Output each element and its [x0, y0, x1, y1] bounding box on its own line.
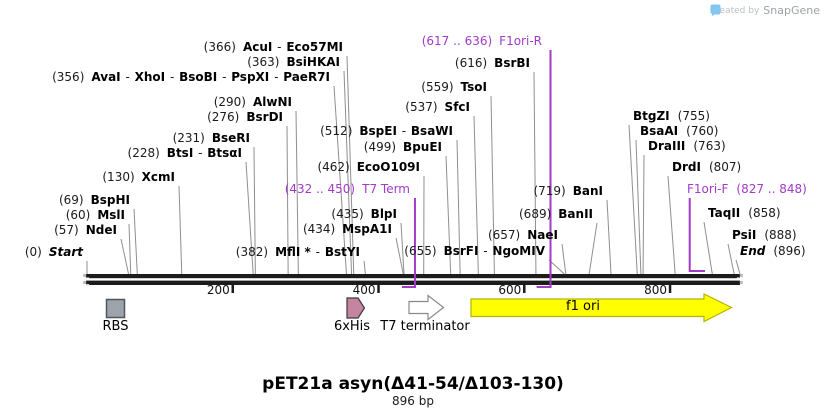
site-label-bsaai: BsaAI(760)	[640, 124, 719, 138]
leader-line-taqii	[703, 221, 713, 275]
site-label-avai: (356)AvaI - XhoI - BsoBI - PspXI - PaeR7…	[52, 70, 330, 84]
terminator-arrow	[408, 294, 445, 321]
primer-label-f1orir: (617 .. 636)F1ori-R	[421, 34, 542, 48]
site-label-taqii: TaqII(858)	[708, 206, 781, 220]
snapgene-credit: Created by SnapGene	[710, 4, 820, 17]
terminator-label: T7 terminator	[380, 319, 470, 334]
leader-line-tsoi	[490, 95, 495, 275]
leader-line-msli	[128, 223, 132, 275]
primer-bracket-t7	[401, 198, 416, 288]
plasmid-title: pET21a asyn(Δ41-54/Δ103-130)	[262, 374, 564, 394]
leader-line-draiii	[642, 154, 645, 275]
f1-ori-arrow	[470, 293, 733, 323]
site-label-tsoi: (559)TsoI	[421, 80, 487, 94]
site-label-banii: (689)BanII	[519, 207, 593, 221]
leader-line-xcmi	[178, 185, 183, 275]
site-label-bsihkai: (363)BsiHKAI	[247, 55, 340, 69]
created-by-text: Created by	[709, 5, 760, 16]
leader-line-banii	[588, 222, 598, 275]
site-label-mfli: (382)MflI * - BstYI	[235, 245, 360, 259]
ruler-number-800: 800	[644, 283, 668, 297]
leader-line-bsrdi	[286, 125, 289, 275]
site-label-mspa1i: (434)MspA1I	[302, 222, 392, 236]
primer-label-t7: (432 .. 450)T7 Term	[284, 182, 410, 196]
leader-line-bseri	[253, 146, 256, 275]
site-label-bspei: (512)BspEI - BsaWI	[320, 124, 453, 138]
site-label-naei: (657)NaeI	[487, 228, 558, 242]
leader-line-blpi	[400, 222, 405, 275]
snapgene-logo-icon	[710, 4, 721, 17]
site-label-bseri: (231)BseRI	[172, 131, 250, 145]
leader-line-bsrbi	[533, 71, 537, 275]
site-label-bsrfi: (655)BsrFI - NgoMIV	[404, 244, 545, 258]
backbone	[83, 274, 743, 286]
primer-bracket-f1orif	[688, 198, 706, 272]
leader-line-psii	[727, 243, 735, 275]
site-label-msli: (60)MslI	[65, 208, 125, 222]
his-tag-label: 6xHis	[333, 319, 371, 334]
ruler-number-600: 600	[498, 283, 522, 297]
site-label-start: (0)Start	[24, 245, 83, 259]
leader-line-bsphi	[133, 208, 138, 275]
ruler-tick-600	[523, 284, 526, 293]
plasmid-size: 896 bp	[392, 394, 434, 408]
site-label-xcmi: (130)XcmI	[102, 170, 175, 184]
leader-line-avai	[333, 85, 347, 275]
leader-line-end	[735, 259, 741, 275]
site-label-end: End(896)	[740, 244, 806, 258]
site-label-drdi: DrdI(807)	[672, 160, 742, 174]
ruler-tick-800	[668, 284, 672, 293]
site-label-ndei: (57)NdeI	[54, 223, 117, 237]
leader-line-bspei	[456, 139, 461, 275]
leader-line-alwni	[295, 110, 299, 275]
his-tag-arrow	[346, 297, 366, 319]
ruler-tick-200	[231, 284, 235, 293]
primer-label-f1orif: F1ori-F(827 .. 848)	[687, 182, 807, 196]
site-label-bsphi: (69)BspHI	[58, 193, 130, 207]
site-label-bpuei: (499)BpuEI	[363, 140, 442, 154]
site-label-acui: (366)AcuI - Eco57MI	[203, 40, 343, 54]
backbone-right-endcap	[736, 274, 743, 284]
primer-bracket-f1orir	[536, 50, 552, 288]
site-label-btsi: (228)BtsI - BtsαI	[127, 146, 242, 160]
site-label-blpi: (435)BlpI	[331, 207, 397, 221]
f1-ori-label: f1 ori	[566, 299, 600, 314]
snapgene-brand-text: SnapGene	[763, 4, 820, 17]
ruler-number-200: 200	[206, 283, 230, 297]
backbone-left-endcap	[83, 274, 90, 286]
leader-line-btsi	[245, 161, 254, 275]
site-label-bsrdi: (276)BsrDI	[207, 110, 283, 124]
leader-line-mfli	[363, 260, 366, 275]
site-label-ecoo109i: (462)EcoO109I	[317, 160, 420, 174]
leader-line-btgzi	[628, 124, 638, 275]
leader-line-sfci	[473, 115, 479, 275]
ruler-tick-400	[377, 284, 380, 293]
leader-line-bani	[606, 199, 612, 275]
leader-line-bsaai	[635, 139, 642, 275]
leader-line-acui	[346, 55, 355, 275]
rbs-label: RBS	[102, 319, 129, 334]
site-label-btgzi: BtgZI(755)	[633, 109, 710, 123]
leader-line-bsrfi	[548, 259, 565, 275]
site-label-alwni: (290)AlwNI	[213, 95, 292, 109]
leader-line-naei	[561, 243, 567, 275]
leader-line-bsihkai	[343, 70, 353, 275]
leader-line-ndei	[120, 238, 130, 275]
site-label-bani: (719)BanI	[533, 184, 603, 198]
site-label-sfci: (537)SfcI	[405, 100, 470, 114]
site-label-bsrbi: (616)BsrBI	[454, 56, 530, 70]
leader-line-drdi	[667, 175, 676, 275]
ruler-number-400: 400	[352, 283, 376, 297]
site-label-draiii: DraIII(763)	[648, 139, 726, 153]
leader-line-bpuei	[445, 155, 452, 275]
rbs-box	[105, 298, 126, 319]
leader-line-mspa1i	[395, 237, 404, 275]
site-label-psii: PsiI(888)	[732, 228, 797, 242]
